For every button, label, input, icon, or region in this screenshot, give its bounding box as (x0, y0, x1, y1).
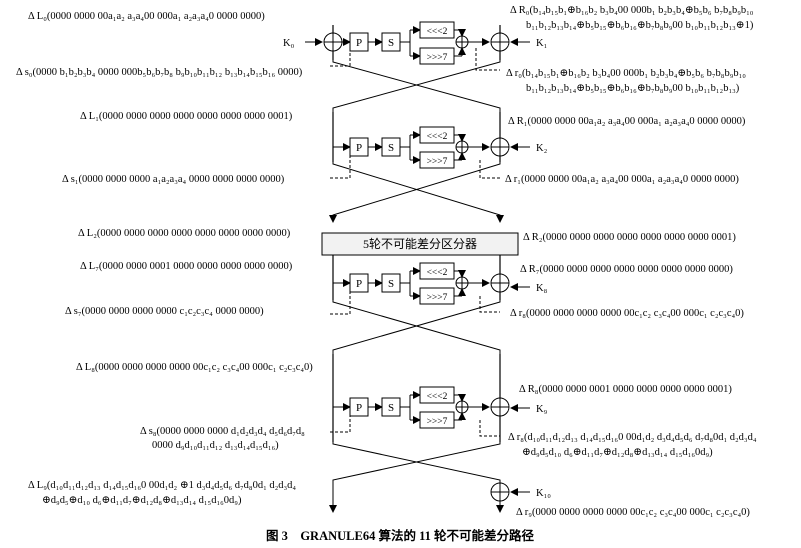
label-r9: Δ r₉(0000 0000 0000 0000 00c₁c₂ c₃c₄00 0… (516, 507, 750, 518)
label-r8b-line1: Δ r₈(d₁₀d₁₁d₁₂d₁₃ d₁₄d₁₅d₁₆0 00d₁d₂ d₃d₄… (508, 432, 757, 443)
rotr-label: >>>7 (427, 53, 448, 63)
key-k9: K₉ (536, 404, 548, 415)
s-box-label: S (388, 278, 394, 290)
distinguisher-banner (321, 232, 519, 256)
label-s1: Δ s₁(0000 0000 0000 a₁a₂a₃a₄ 0000 0000 0… (62, 174, 285, 185)
label-R0-line1: Δ R₀(b₁₄b₁₅b₁⊕b₁₆b₂ b₃b₄00 000b₁ b₂b₃b₄⊕… (510, 5, 754, 16)
label-s7: Δ s₇(0000 0000 0000 0000 c₁c₂c₃c₄ 0000 0… (65, 306, 264, 317)
label-L2: Δ L₂(0000 0000 0000 0000 0000 0000 0000 … (78, 228, 291, 239)
s-box-label: S (388, 402, 394, 414)
label-L9-line2: ⊕d₉d₅⊕d₁₀ d₆⊕d₁₁d₇⊕d₁₂d₈⊕d₁₃d₁₄ d₁₅d₁₆0d… (42, 495, 242, 506)
key-k1: K₁ (536, 38, 547, 49)
rotr-label: >>>7 (427, 157, 448, 167)
banner-text: 5轮不可能差分区分器 (363, 237, 477, 251)
p-box-label: P (356, 402, 362, 414)
label-r0-line2: b₁₁b₁₂b₁₃b₁₄⊕b₅b₁₅⊕b₆b₁₆⊕b₇b₈b₉00 b₁₀b₁₁… (526, 83, 740, 94)
label-L0: Δ L₀(0000 0000 00a₁a₂ a₃a₄00 000a₁ a₂a₃a… (28, 11, 265, 22)
label-L9-line1: Δ L₉(d₁₀d₁₁d₁₂d₁₃ d₁₄d₁₅d₁₆0 00d₁d₂ ⊕1 d… (28, 480, 296, 491)
key-k2: K₂ (536, 143, 548, 154)
label-R1: Δ R₁(0000 0000 00a₁a₂ a₃a₄00 000a₁ a₂a₃a… (508, 116, 746, 127)
label-s0: Δ s₀(0000 b₁b₂b₃b₄ 0000 000b₅b₆b₇b₈ b₉b₁… (16, 67, 303, 78)
round-9 (329, 354, 530, 513)
round-1 (305, 21, 530, 112)
p-box-label: P (356, 278, 362, 290)
difference-labels: Δ L₀(0000 0000 00a₁a₂ a₃a₄00 000a₁ a₂a₃a… (16, 5, 757, 518)
key-k8: K₈ (536, 283, 548, 294)
label-L1: Δ L₁(0000 0000 0000 0000 0000 0000 0000 … (80, 111, 293, 122)
s-box-label: S (388, 142, 394, 154)
key-labels: K₀ K₁ K₂ K₈ K₉ K₁₀ (283, 38, 551, 499)
label-s8-line2: 0000 d₉d₁₀d₁₁d₁₂ d₁₃d₁₄d₁₅d₁₆) (152, 440, 279, 451)
label-R7: Δ R₇(0000 0000 0000 0000 0000 0000 0000 … (520, 264, 733, 275)
rotl-label: <<<2 (427, 27, 448, 37)
rotr-label: >>>7 (427, 293, 448, 303)
p-box-label: P (356, 142, 362, 154)
label-s8-line1: Δ s₈(0000 0000 0000 d₁d₂d₃d₄ d₅d₆d₇d₈ (140, 426, 305, 437)
key-k0: K₀ (283, 38, 295, 49)
label-r8: Δ r₈(0000 0000 0000 0000 00c₁c₂ c₃c₄00 0… (510, 308, 744, 319)
label-R0-line2: b₁₁b₁₂b₁₃b₁₄⊕b₅b₁₅⊕b₆b₁₆⊕b₇b₈b₉00 b₁₀b₁₁… (526, 20, 754, 31)
round-2 (329, 112, 530, 223)
label-r8b-line2: ⊕d₉d₅d₁₀ d₆⊕d₁₁d₇⊕d₁₂d₈⊕d₁₃d₁₄ d₁₅d₁₆0d₉… (522, 447, 713, 458)
rotl-label: <<<2 (427, 392, 448, 402)
label-r0-line1: Δ r₀(b₁₄b₁₅b₁⊕b₁₆b₂ b₃b₄00 000b₁ b₂b₃b₄⊕… (506, 68, 746, 79)
label-R2: Δ R₂(0000 0000 0000 0000 0000 0000 0000 … (523, 232, 736, 243)
rotl-label: <<<2 (427, 268, 448, 278)
figure-caption: 图 3 GRANULE64 算法的 11 轮不可能差分路径 (266, 528, 535, 543)
key-k10: K₁₀ (536, 488, 551, 499)
s-box-label: S (388, 37, 394, 49)
rotr-label: >>>7 (427, 417, 448, 427)
rotl-label: <<<2 (427, 132, 448, 142)
box-labels: P S <<<2 >>>7 P S <<<2 >>>7 P S <<<2 >>>… (356, 27, 448, 427)
final-xor (490, 482, 530, 513)
label-r1: Δ r₁(0000 0000 00a₁a₂ a₃a₄00 000a₁ a₂a₃a… (505, 174, 739, 185)
label-L8: Δ L₈(0000 0000 0000 0000 00c₁c₂ c₃c₄00 0… (76, 362, 313, 373)
label-R8: Δ R₈(0000 0000 0001 0000 0000 0000 0000 … (519, 384, 732, 395)
round-8 (330, 255, 530, 354)
p-box-label: P (356, 37, 362, 49)
label-L7: Δ L₇(0000 0000 0001 0000 0000 0000 0000 … (80, 261, 293, 272)
